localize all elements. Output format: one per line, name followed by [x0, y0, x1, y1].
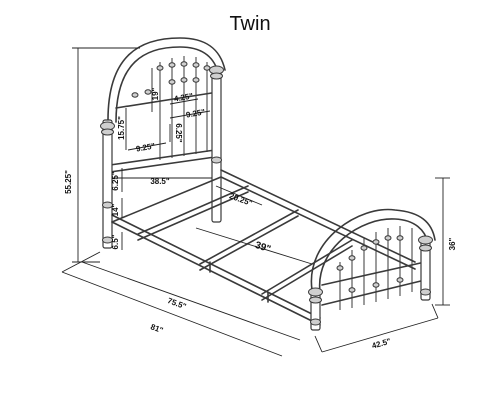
footboard: [308, 208, 436, 331]
leg-height-label: 6.5": [111, 234, 120, 249]
headboard: [100, 37, 226, 249]
spindle-height-label: 15.75": [117, 116, 126, 140]
panel-height-label: 6.25": [111, 171, 120, 191]
slats: [137, 185, 353, 303]
inner-height-label: 6.25": [174, 123, 183, 143]
mid-gap-right-label: 9.25": [185, 107, 206, 119]
slat-span-label: 20.25": [228, 191, 254, 208]
side-rails: [111, 169, 416, 326]
width-label: 42.5": [371, 337, 392, 351]
rail-gap-label: 14": [111, 203, 120, 216]
diagram-title: Twin: [229, 13, 270, 35]
footboard-height-label: 36": [448, 237, 457, 250]
dimension-lines: [61, 47, 450, 357]
side-rail-label: 38.5": [150, 177, 170, 186]
dimension-labels: 55.25" 36" 75.5" 81" 42.5" 38.5" 20.25" …: [64, 87, 457, 350]
arch-height-label: 19": [151, 87, 160, 100]
overall-height-label: 55.25": [64, 170, 73, 194]
top-gap-label: 4.25": [173, 91, 194, 103]
rail-length-label: 39": [254, 240, 273, 255]
mid-gap-left-label: 9.25": [135, 141, 156, 153]
overall-length-label: 81": [149, 322, 164, 335]
